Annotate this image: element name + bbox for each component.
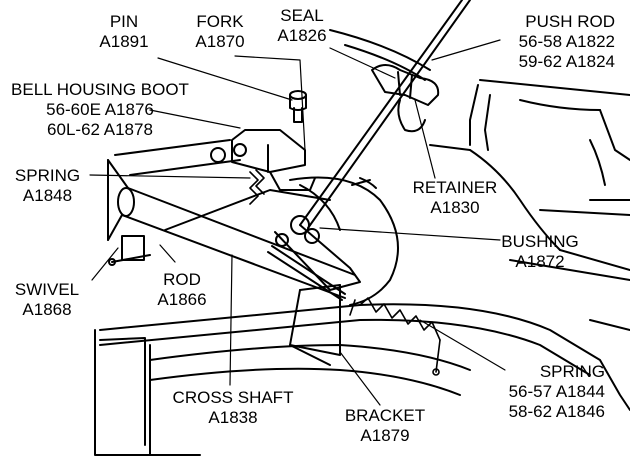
leader-spring-lower xyxy=(419,319,506,371)
label-seal-name: SEAL xyxy=(280,6,324,25)
push-rod-part xyxy=(299,0,471,229)
label-fork: FORK A1870 xyxy=(180,12,260,52)
label-fork-part: A1870 xyxy=(195,32,245,51)
pin-part xyxy=(289,90,307,123)
leader-push-rod xyxy=(431,39,501,61)
label-retainer-name: RETAINER xyxy=(412,178,498,197)
label-spring-lower-line1: 56-57 A1844 xyxy=(508,382,605,401)
label-rod: ROD A1866 xyxy=(142,270,222,310)
leader-swivel xyxy=(91,247,119,281)
leader-spring-upper xyxy=(89,174,251,179)
label-bracket: BRACKET A1879 xyxy=(330,406,440,446)
spring-upper-part xyxy=(249,169,265,205)
label-swivel-name: SWIVEL xyxy=(14,280,80,299)
label-cross-shaft-part: A1838 xyxy=(208,408,258,427)
leader-rod xyxy=(159,244,176,263)
leader-bushing xyxy=(319,227,501,241)
label-bell-housing-boot-name: BELL HOUSING BOOT xyxy=(11,80,189,99)
label-bushing-part: A1872 xyxy=(515,252,565,271)
label-spring-upper-part: A1848 xyxy=(22,186,73,205)
label-cross-shaft: CROSS SHAFT A1838 xyxy=(158,388,308,428)
label-seal: SEAL A1826 xyxy=(262,6,342,46)
label-bushing-name: BUSHING xyxy=(501,232,579,251)
label-spring-upper-name: SPRING xyxy=(14,166,81,185)
label-push-rod-line1: 56-58 A1822 xyxy=(518,32,615,51)
label-spring-upper: SPRING A1848 xyxy=(5,166,90,206)
floor-pan xyxy=(329,29,630,331)
swivel-part xyxy=(108,235,151,266)
cross-shaft-part xyxy=(107,139,356,299)
label-rod-part: A1866 xyxy=(157,290,207,309)
spring-lower-part xyxy=(349,297,441,376)
label-cross-shaft-name: CROSS SHAFT xyxy=(172,388,294,407)
leader-pin xyxy=(157,57,293,101)
label-push-rod-name: PUSH ROD xyxy=(525,12,615,31)
label-spring-lower-line2: 58-62 A1846 xyxy=(508,402,605,421)
label-push-rod: PUSH ROD 56-58 A1822 59-62 A1824 xyxy=(480,12,615,72)
leader-bell-housing-boot xyxy=(149,109,241,129)
label-retainer-part: A1830 xyxy=(430,198,480,217)
label-swivel: SWIVEL A1868 xyxy=(2,280,92,320)
label-bell-housing-boot-line2: 60L-62 A1878 xyxy=(47,120,153,139)
label-spring-lower-name: SPRING xyxy=(539,362,605,381)
label-bracket-name: BRACKET xyxy=(344,406,426,425)
label-bushing: BUSHING A1872 xyxy=(485,232,595,272)
bell-housing-boot-part xyxy=(210,129,316,191)
label-swivel-part: A1868 xyxy=(22,300,72,319)
leader-lines xyxy=(89,39,506,406)
leader-seal xyxy=(329,47,396,79)
leader-retainer xyxy=(414,99,436,179)
bracket-part xyxy=(289,284,341,366)
label-seal-part: A1826 xyxy=(277,26,327,45)
leader-bracket xyxy=(339,351,381,406)
label-pin: PIN A1891 xyxy=(84,12,164,52)
leader-cross-shaft xyxy=(229,254,233,386)
label-retainer: RETAINER A1830 xyxy=(400,178,510,218)
label-spring-lower: SPRING 56-57 A1844 58-62 A1846 xyxy=(470,362,605,422)
label-bell-housing-boot-line1: 56-60E A1876 xyxy=(46,100,154,119)
seal-retainer-part xyxy=(351,64,440,189)
leader-fork xyxy=(234,55,306,151)
label-bracket-part: A1879 xyxy=(360,426,410,445)
fork-lever xyxy=(267,215,361,301)
label-bell-housing-boot: BELL HOUSING BOOT 56-60E A1876 60L-62 A1… xyxy=(0,80,200,140)
label-pin-part: A1891 xyxy=(99,32,149,51)
label-rod-name: ROD xyxy=(163,270,201,289)
label-fork-name: FORK xyxy=(196,12,244,31)
label-pin-name: PIN xyxy=(109,12,139,31)
frame-rail xyxy=(94,303,630,456)
label-push-rod-line2: 59-62 A1824 xyxy=(518,52,615,71)
